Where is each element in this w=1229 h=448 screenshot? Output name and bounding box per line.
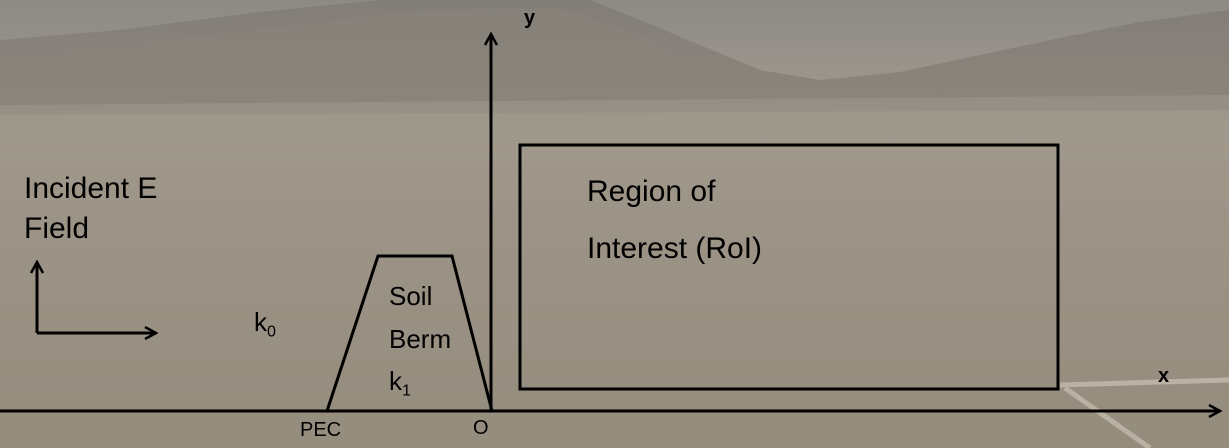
berm-label: Berm	[389, 324, 452, 354]
k1-label: k1	[389, 366, 411, 400]
region-of-interest-label-line2: Interest (RoI)	[587, 232, 763, 265]
region-of-interest-label-line1: Region of	[587, 175, 716, 208]
dirt-road	[1059, 377, 1229, 448]
origin-label: O	[473, 417, 489, 439]
x-axis-label: x	[1158, 365, 1170, 387]
mountain-ridge	[0, 8, 1229, 115]
pec-label: PEC	[300, 419, 342, 441]
region-of-interest-box	[518, 143, 1060, 391]
incident-field-label-line1: Incident E	[24, 172, 158, 205]
k0-label: k0	[254, 307, 276, 341]
mountain-silhouette	[0, 0, 1229, 105]
soil-berm-trapezoid	[324, 254, 494, 413]
desert-plain	[0, 110, 1229, 448]
incident-field-label-line2: Field	[24, 212, 90, 245]
soil-label: Soil	[389, 281, 433, 311]
y-axis-label: y	[524, 7, 536, 29]
